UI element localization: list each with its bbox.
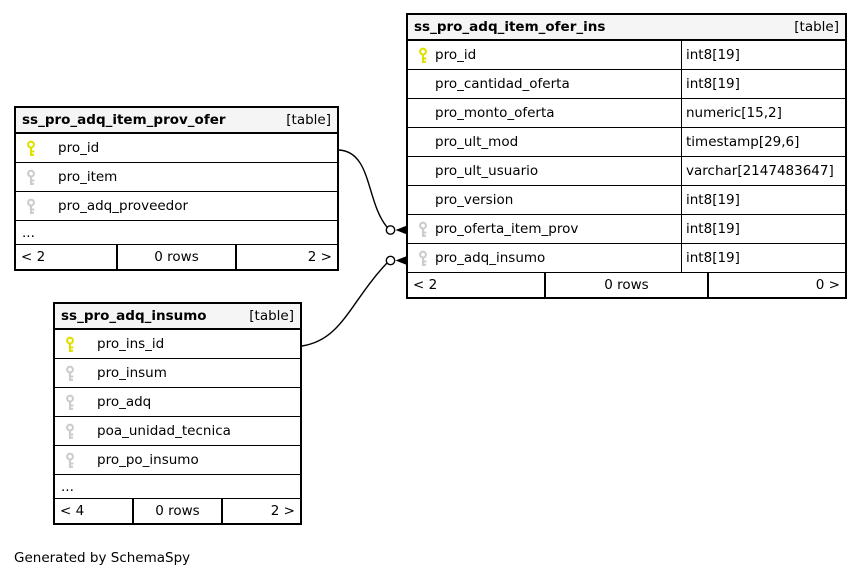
- parent-count: < 4: [60, 503, 85, 519]
- table-header[interactable]: ss_pro_adq_item_prov_ofer [table]: [16, 108, 337, 134]
- column-row: pro_ult_usuario varchar[2147483647]: [408, 157, 845, 186]
- column-name: poa_unidad_tecnica: [97, 423, 231, 439]
- table-type-badge: [table]: [286, 112, 331, 128]
- table-type-badge: [table]: [249, 308, 294, 324]
- column-type: varchar[2147483647]: [686, 163, 834, 179]
- column-name: pro_ins_id: [97, 336, 165, 352]
- column-name: pro_ult_mod: [435, 134, 519, 150]
- column-row: poa_unidad_tecnica: [55, 417, 300, 446]
- table-header[interactable]: ss_pro_adq_insumo [table]: [55, 304, 300, 330]
- table-footer: < 2 0 rows 2 >: [16, 245, 337, 269]
- table-ss_pro_adq_insumo: ss_pro_adq_insumo [table] pro_ins_id pro…: [53, 302, 302, 525]
- row-count: 0 rows: [116, 245, 237, 269]
- table-type-badge: [table]: [794, 19, 839, 35]
- table-name[interactable]: ss_pro_adq_item_prov_ofer: [22, 112, 226, 128]
- column-type: int8[19]: [686, 47, 740, 63]
- column-row: pro_id int8[19]: [408, 41, 845, 70]
- foreign-key-icon: [26, 169, 42, 186]
- column-type: numeric[15,2]: [686, 105, 782, 121]
- column-name: pro_id: [435, 47, 477, 63]
- generated-by-note: Generated by SchemaSpy: [14, 550, 191, 566]
- column-row: pro_id: [16, 134, 337, 163]
- table-ss_pro_adq_item_prov_ofer: ss_pro_adq_item_prov_ofer [table] pro_id…: [14, 106, 339, 271]
- column-row: pro_adq_proveedor: [16, 192, 337, 221]
- column-row: pro_adq: [55, 388, 300, 417]
- foreign-key-icon: [418, 250, 434, 267]
- child-count: 2 >: [270, 503, 295, 519]
- column-row: pro_po_insumo: [55, 446, 300, 475]
- column-row: pro_cantidad_oferta int8[19]: [408, 70, 845, 99]
- hidden-columns-ellipsis: ...: [16, 221, 337, 245]
- column-name: pro_cantidad_oferta: [435, 76, 570, 92]
- column-row: pro_version int8[19]: [408, 186, 845, 215]
- primary-key-icon: [418, 47, 434, 64]
- foreign-key-icon: [418, 221, 434, 238]
- table-header[interactable]: ss_pro_adq_item_ofer_ins [table]: [408, 15, 845, 41]
- primary-key-icon: [65, 336, 81, 353]
- table-name[interactable]: ss_pro_adq_insumo: [61, 308, 207, 324]
- fk-endpoint-circle: [385, 255, 396, 266]
- fk-connector-insumo-to-ofer-ins: [301, 262, 388, 347]
- parent-count: < 2: [413, 277, 438, 293]
- hidden-columns-ellipsis: ...: [55, 475, 300, 499]
- foreign-key-icon: [65, 423, 81, 440]
- foreign-key-icon: [26, 198, 42, 215]
- foreign-key-icon: [65, 452, 81, 469]
- table-name[interactable]: ss_pro_adq_item_ofer_ins: [414, 19, 606, 35]
- column-row: pro_ult_mod timestamp[29,6]: [408, 128, 845, 157]
- column-row: pro_oferta_item_prov int8[19]: [408, 215, 845, 244]
- column-name: pro_adq_insumo: [435, 250, 546, 266]
- column-row: pro_insum: [55, 359, 300, 388]
- table-footer: < 2 0 rows 0 >: [408, 273, 845, 297]
- column-name: pro_version: [435, 192, 514, 208]
- column-name: pro_monto_oferta: [435, 105, 555, 121]
- primary-key-icon: [26, 140, 42, 157]
- column-name: pro_id: [58, 140, 100, 156]
- column-type: int8[19]: [686, 250, 740, 266]
- fk-endpoint-circle: [385, 225, 396, 235]
- parent-count: < 2: [21, 249, 46, 265]
- table-ss_pro_adq_item_ofer_ins: ss_pro_adq_item_ofer_ins [table] pro_id …: [406, 13, 847, 299]
- column-name: pro_adq_proveedor: [58, 198, 189, 214]
- column-type: int8[19]: [686, 221, 740, 237]
- column-row: pro_ins_id: [55, 330, 300, 359]
- column-name: pro_oferta_item_prov: [435, 221, 579, 237]
- column-name: pro_item: [58, 169, 118, 185]
- foreign-key-icon: [65, 365, 81, 382]
- column-row: pro_monto_oferta numeric[15,2]: [408, 99, 845, 128]
- column-row: pro_item: [16, 163, 337, 192]
- fk-connector-prov-ofer-to-ofer-ins: [338, 149, 388, 228]
- foreign-key-icon: [65, 394, 81, 411]
- column-type: int8[19]: [686, 76, 740, 92]
- column-type: timestamp[29,6]: [686, 134, 800, 150]
- column-name: pro_po_insumo: [97, 452, 199, 468]
- row-count: 0 rows: [131, 499, 224, 523]
- column-row: pro_adq_insumo int8[19]: [408, 244, 845, 273]
- table-footer: < 4 0 rows 2 >: [55, 499, 300, 523]
- column-name: pro_adq: [97, 394, 152, 410]
- child-count: 2 >: [307, 249, 332, 265]
- column-name: pro_ult_usuario: [435, 163, 539, 179]
- column-type: int8[19]: [686, 192, 740, 208]
- column-name: pro_insum: [97, 365, 167, 381]
- child-count: 0 >: [815, 277, 840, 293]
- row-count: 0 rows: [544, 273, 709, 297]
